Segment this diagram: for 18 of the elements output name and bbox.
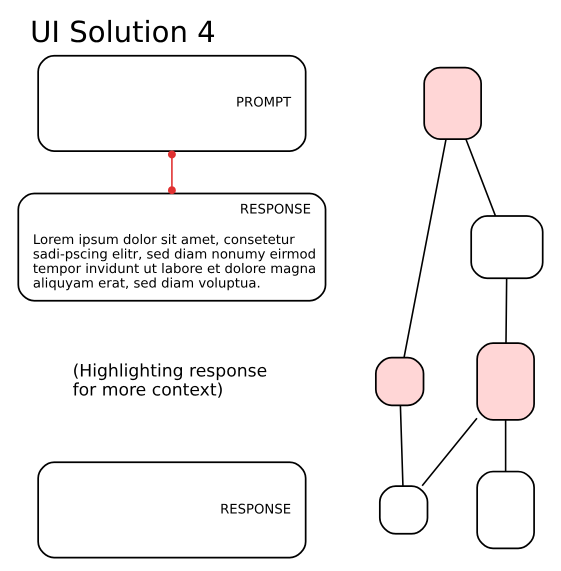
label: (Highlighting response for more context) — [72, 362, 268, 400]
node-box — [476, 470, 535, 550]
node-box: RESPONSE — [37, 461, 307, 558]
connector — [168, 150, 176, 194]
connector — [422, 418, 478, 486]
connector — [403, 139, 447, 358]
node-box: RESPONSE Lorem ipsum dolor sit amet, consetetur sadi-pscing elitr, sed diam nonumy eirmod tempor invidunt ut labore et dolore magna aliquyam erat, sed diam voluptua. — [17, 192, 326, 302]
node-box — [470, 215, 544, 280]
node-box — [476, 342, 535, 421]
diagram-title: UI Solution 4 — [30, 14, 216, 49]
node-box — [374, 356, 424, 406]
connector — [504, 420, 506, 472]
connector — [505, 278, 508, 343]
node-box — [378, 485, 428, 535]
node-box — [423, 66, 482, 140]
connector — [465, 138, 496, 216]
node-box: PROMPT — [37, 54, 307, 152]
connector — [400, 406, 404, 486]
